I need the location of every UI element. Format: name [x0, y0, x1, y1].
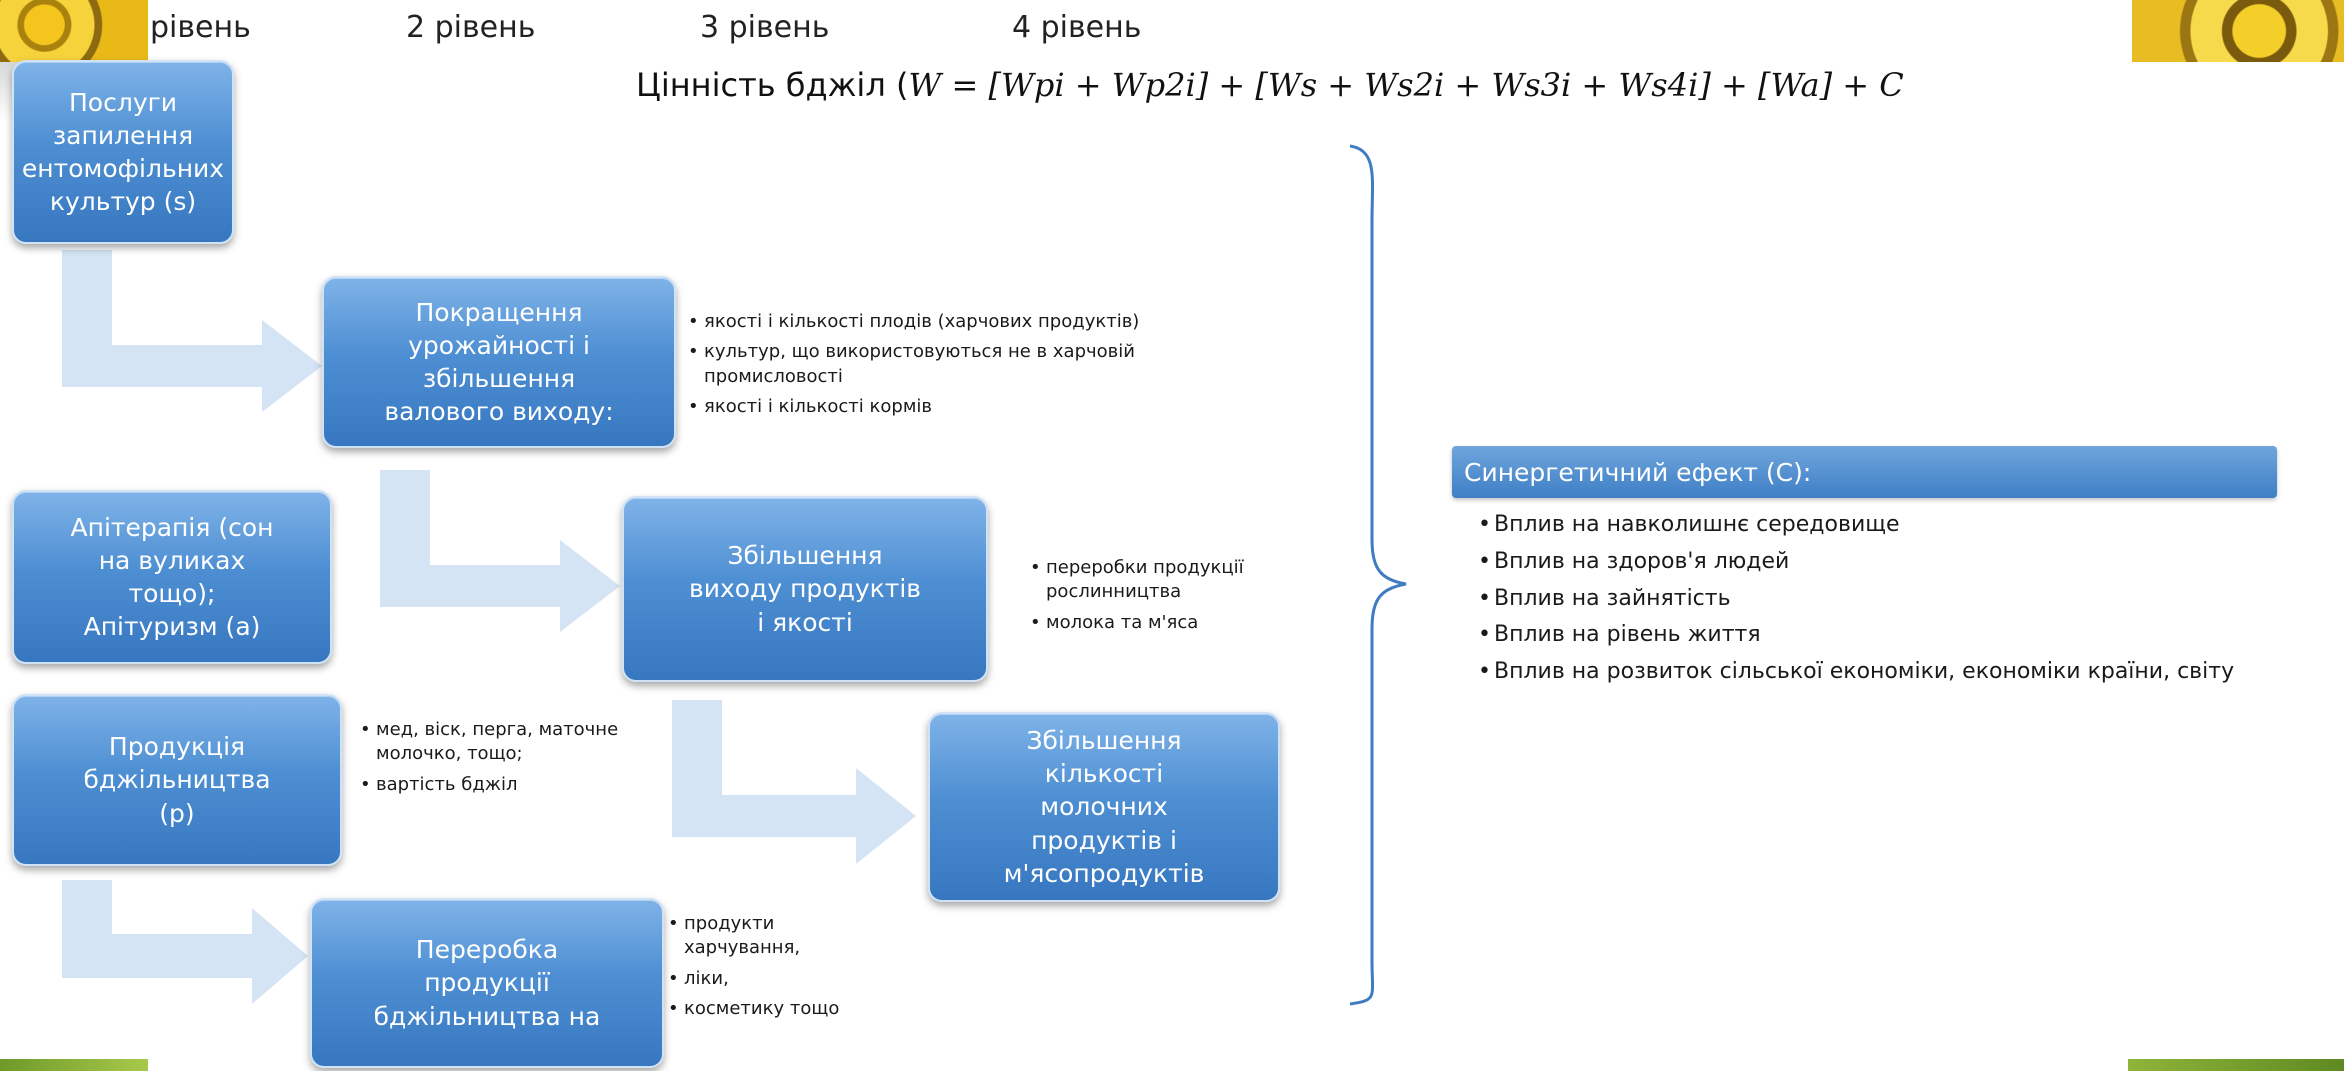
synergy-item: Вплив на здоров'я людей [1478, 547, 2258, 578]
arrow-output-to-dairy [672, 700, 916, 864]
box-line: валового виходу: [384, 397, 614, 427]
synergy-item: Вплив на розвиток сільської економіки, е… [1478, 657, 2258, 688]
bullet-item: якості і кількості кормів [688, 395, 1228, 420]
bullet-item: вартість бджіл [360, 773, 620, 798]
synergy-list: Вплив на навколишнє середовище Вплив на … [1478, 510, 2258, 694]
bullet-item: молока та м'яса [1030, 611, 1350, 636]
output-bullets: переробки продукції рослинництва молока … [1030, 556, 1350, 641]
box-line: Апітерапія (сон [70, 512, 274, 542]
sunflower-corner-top-right [2132, 0, 2344, 62]
bullet-item: якості і кількості плодів (харчових прод… [688, 310, 1228, 335]
bullet-item: мед, віск, перга, маточне молочко, тощо; [360, 718, 620, 767]
box-dairy-meat-increase: Збільшення кількості молочних продуктів … [928, 712, 1280, 902]
box-line: бджільництва [83, 765, 271, 795]
level-1-label: рівень [150, 10, 251, 45]
level-2-label: 2 рівень [406, 10, 536, 45]
flow-arrows [62, 250, 916, 1004]
box-line: молочних [1040, 792, 1168, 822]
box-yield-improvement: Покращення урожайності і збільшення вало… [322, 276, 676, 448]
leaf-corner-bottom-left [0, 1059, 148, 1071]
box-line: урожайності і [408, 330, 590, 360]
right-brace [1349, 144, 1407, 1006]
value-formula: Цінність бджіл (W = [Wpi + Wp2i] + [Ws +… [636, 66, 1904, 104]
synergy-item: Вплив на рівень життя [1478, 620, 2258, 651]
synergy-item: Вплив на зайнятість [1478, 584, 2258, 615]
arrow-beekeeping-to-processing [62, 880, 308, 1004]
arrow-yield-to-output [380, 470, 620, 632]
formula-expression: W = [Wpi + Wp2i] + [Ws + Ws2i + Ws3i + W… [908, 66, 1904, 104]
box-line: кількості [1044, 759, 1164, 789]
box-line: продукції [424, 968, 550, 998]
box-line: Продукція [108, 732, 246, 762]
box-line: культур (s) [49, 187, 197, 217]
box-line: Збільшення [727, 541, 883, 571]
yield-bullets: якості і кількості плодів (харчових прод… [688, 310, 1228, 425]
level-3-label: 3 рівень [700, 10, 830, 45]
box-line: Апітуризм (a) [83, 612, 261, 642]
formula-label: Цінність бджіл ( [636, 66, 909, 104]
box-line: Переробка [415, 935, 559, 965]
box-output-increase: Збільшення виходу продуктів і якості [622, 496, 988, 682]
box-beekeeping-products: Продукція бджільництва (p) [12, 694, 342, 866]
box-pollination-services: Послуги запилення ентомофільних культур … [12, 60, 234, 244]
box-line: тощо); [128, 579, 216, 608]
box-line: збільшення [422, 364, 576, 393]
box-line: виходу продуктів [688, 574, 922, 604]
bullet-item: косметику тощо [668, 997, 888, 1022]
box-line: Послуги [69, 87, 177, 117]
box-line: м'ясопродуктів [1003, 858, 1205, 888]
level-4-label: 4 рівень [1012, 10, 1142, 45]
box-line: Покращення [415, 297, 583, 327]
box-line: і якості [757, 607, 853, 637]
box-processing: Переробка продукції бджільництва на [310, 898, 664, 1068]
box-line: на вуликах [98, 545, 246, 575]
sunflower-corner-top-left [0, 0, 148, 62]
box-line: Збільшення [1026, 725, 1182, 755]
box-line: бджільництва на [373, 1001, 601, 1031]
synergy-header: Синергетичний ефект (C): [1452, 446, 2277, 498]
bullet-item: ліки, [668, 967, 888, 992]
bullet-item: культур, що використовуються не в харчов… [688, 340, 1228, 389]
bullet-item: продукти харчування, [668, 912, 888, 961]
box-apitherapy: Апітерапія (сон на вуликах тощо); Апітур… [12, 490, 332, 664]
bullet-item: переробки продукції рослинництва [1030, 556, 1350, 605]
box-line: запилення [52, 120, 194, 150]
beekeeping-bullets: мед, віск, перга, маточне молочко, тощо;… [360, 718, 620, 803]
arrow-pollination-to-yield [62, 250, 322, 412]
leaf-corner-bottom-right [2128, 1059, 2344, 1071]
synergy-item: Вплив на навколишнє середовище [1478, 510, 2258, 541]
box-line: (p) [159, 798, 195, 828]
box-line: ентомофільних [21, 154, 225, 183]
processing-bullets: продукти харчування, ліки, косметику тощ… [668, 912, 888, 1027]
box-line: продуктів і [1031, 825, 1177, 855]
